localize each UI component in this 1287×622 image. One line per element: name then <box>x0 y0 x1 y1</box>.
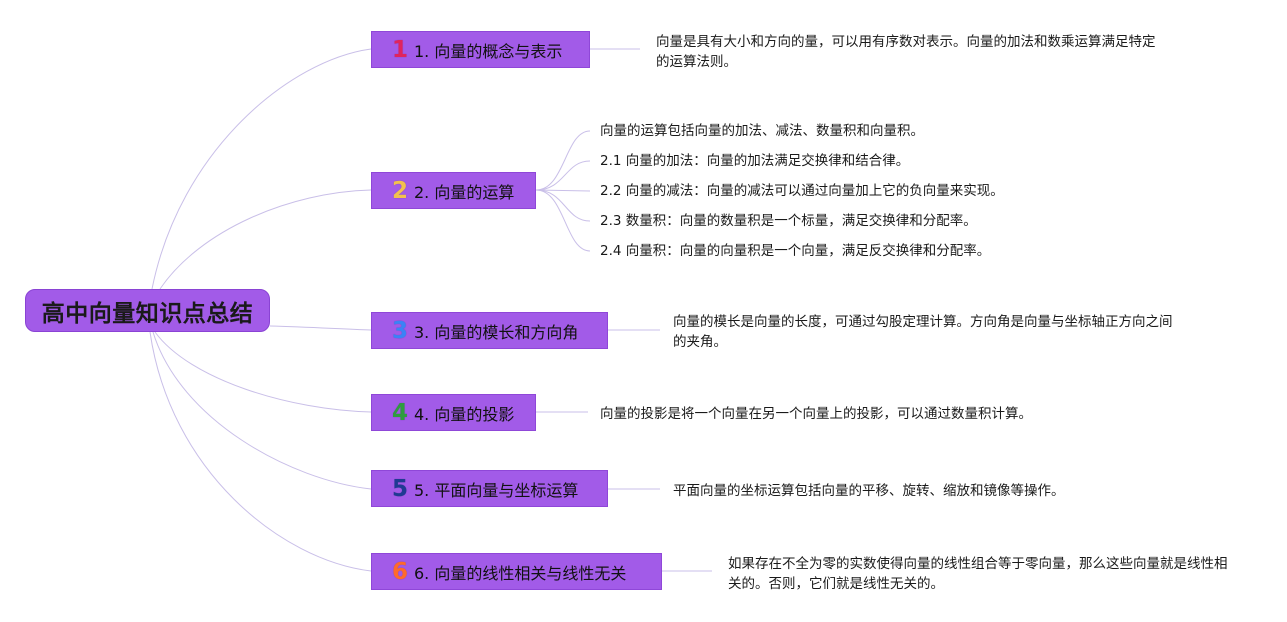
branch-node-3[interactable]: 3 3. 向量的模长和方向角 <box>371 312 608 349</box>
connector-root-branch-3 <box>269 325 372 331</box>
branch-node-2[interactable]: 2 2. 向量的运算 <box>371 172 536 209</box>
connector-root-branch-2 <box>159 189 372 290</box>
connector-branch-2-item-4 <box>535 189 591 222</box>
connector-root-branch-4 <box>154 331 372 413</box>
branch-label-6: 6. 向量的线性相关与线性无关 <box>414 563 627 583</box>
connector-branch-2-item-5 <box>535 189 591 252</box>
root-node[interactable]: 高中向量知识点总结 <box>25 289 270 332</box>
branch-2-item-2: 2.1 向量的加法：向量的加法满足交换律和结合律。 <box>600 153 910 169</box>
badge-2-icon: 2 <box>391 177 408 204</box>
branch-label-3: 3. 向量的模长和方向角 <box>414 322 579 342</box>
connector-branch-2-item-2 <box>535 160 591 191</box>
badge-4-icon: 4 <box>391 399 408 426</box>
branch-node-5[interactable]: 5 5. 平面向量与坐标运算 <box>371 470 608 507</box>
connector-branch-2-item-3 <box>535 189 591 192</box>
branch-label-5: 5. 平面向量与坐标运算 <box>414 480 579 500</box>
branch-node-6[interactable]: 6 6. 向量的线性相关与线性无关 <box>371 553 662 590</box>
branch-note-5: 平面向量的坐标运算包括向量的平移、旋转、缩放和镜像等操作。 <box>673 483 1065 499</box>
badge-1-icon: 1 <box>391 36 408 63</box>
root-label: 高中向量知识点总结 <box>41 300 254 327</box>
branch-2-item-3: 2.2 向量的减法：向量的减法可以通过向量加上它的负向量来实现。 <box>600 183 1004 199</box>
branch-2-item-1: 向量的运算包括向量的加法、减法、数量积和向量积。 <box>600 123 924 139</box>
branch-note-3: 向量的模长是向量的长度，可通过勾股定理计算。方向角是向量与坐标轴正方向之间的夹角… <box>673 314 1173 350</box>
branch-label-4: 4. 向量的投影 <box>414 404 515 424</box>
badge-5-icon: 5 <box>391 475 408 502</box>
branch-label-2: 2. 向量的运算 <box>414 182 515 202</box>
branch-note-6: 如果存在不全为零的实数使得向量的线性组合等于零向量，那么这些向量就是线性相关的。… <box>728 556 1228 592</box>
branch-note-1: 向量是具有大小和方向的量，可以用有序数对表示。向量的加法和数乘运算满足特定的运算… <box>656 34 1156 70</box>
branch-label-1: 1. 向量的概念与表示 <box>414 41 563 61</box>
connector-root-branch-5 <box>152 331 372 490</box>
branch-2-item-4: 2.3 数量积：向量的数量积是一个标量，满足交换律和分配率。 <box>600 213 977 229</box>
connector-branch-2-item-1 <box>535 130 591 191</box>
branch-note-4: 向量的投影是将一个向量在另一个向量上的投影，可以通过数量积计算。 <box>600 406 1032 422</box>
branch-node-1[interactable]: 1 1. 向量的概念与表示 <box>371 31 590 68</box>
badge-6-icon: 6 <box>391 558 408 585</box>
branch-node-4[interactable]: 4 4. 向量的投影 <box>371 394 536 431</box>
badge-3-icon: 3 <box>391 317 408 344</box>
connector-root-branch-1 <box>151 48 372 290</box>
branch-2-item-5: 2.4 向量积：向量的向量积是一个向量，满足反交换律和分配率。 <box>600 243 991 259</box>
connector-root-branch-6 <box>149 331 372 572</box>
